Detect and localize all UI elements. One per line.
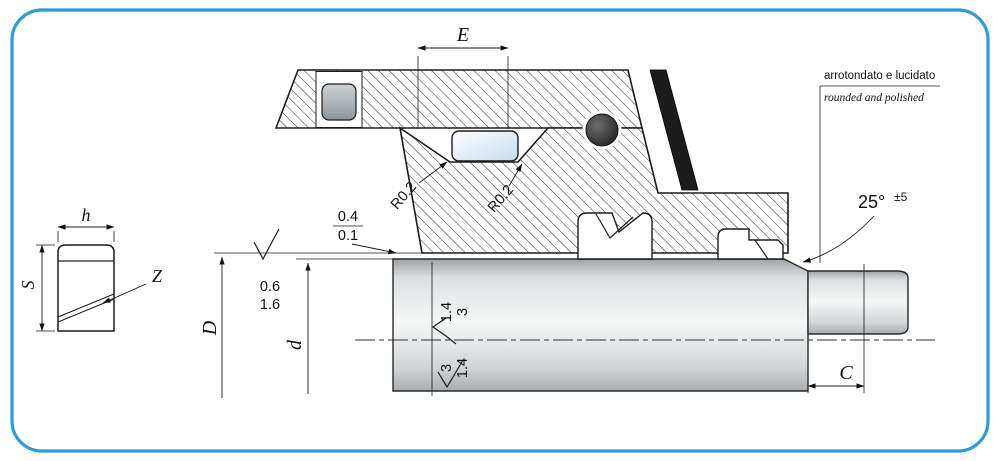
wiper-seal	[717, 228, 784, 260]
roughness-symbol	[431, 317, 457, 345]
label-note-english: rounded and polished	[824, 92, 924, 104]
label-Z: Z	[152, 266, 163, 286]
label-rod-rough-lo-2: 1.4	[455, 358, 471, 378]
label-bore-rough-bottom: 1.6	[260, 297, 280, 313]
label-rod-rough-up-2: 3	[455, 308, 471, 316]
label-D: D	[199, 320, 221, 336]
frame-border	[10, 8, 990, 453]
label-E: E	[456, 24, 469, 46]
label-rod-rough-up-1: 1.4	[439, 302, 455, 322]
surface-finish-note: arrotondato e lucidato rounded and polis…	[819, 70, 940, 263]
label-angle-tolerance: ±5	[894, 190, 908, 204]
label-C: C	[839, 362, 853, 384]
edge-radius-callout: 0.4 0.1	[333, 209, 397, 255]
roughness-symbol	[437, 359, 464, 389]
rod-roughness-lower: 3 1.4	[437, 358, 471, 389]
label-angle: 25°	[858, 192, 885, 212]
rod-end-stub	[807, 270, 909, 335]
dim-d: d	[284, 258, 393, 394]
seal-profile-outline	[57, 244, 115, 332]
chamfer-angle-callout: 25° ±5	[802, 190, 908, 263]
label-bore-rough-top: 0.6	[260, 279, 280, 295]
dim-E: E	[417, 24, 509, 129]
dim-S: S	[18, 244, 55, 332]
o-ring	[585, 113, 619, 147]
label-edge-max: 0.4	[338, 209, 358, 225]
seal-cross-section: h S Z	[18, 205, 163, 332]
joint-strip	[649, 69, 699, 191]
rod-seal-slit	[595, 213, 634, 239]
label-rod-rough-lo-1: 3	[439, 364, 455, 372]
dim-D: D	[199, 252, 424, 398]
dim-h: h	[57, 205, 115, 242]
rod-roughness-upper: 1.4 3	[431, 262, 471, 396]
wiper-seal-slit	[754, 239, 769, 260]
dim-C: C	[807, 264, 865, 393]
rod-seal	[577, 212, 653, 260]
bolt-plug	[321, 83, 357, 121]
label-note-italian: arrotondato e lucidato	[824, 70, 935, 82]
label-d: d	[284, 339, 306, 350]
label-h: h	[82, 205, 91, 225]
label-Z-callout: Z	[102, 266, 163, 304]
groove-seal	[451, 130, 519, 162]
label-S: S	[18, 281, 38, 290]
label-edge-min: 0.1	[338, 228, 358, 244]
bore-roughness-callout: 0.6 1.6	[253, 228, 280, 313]
roughness-symbol	[253, 228, 280, 261]
